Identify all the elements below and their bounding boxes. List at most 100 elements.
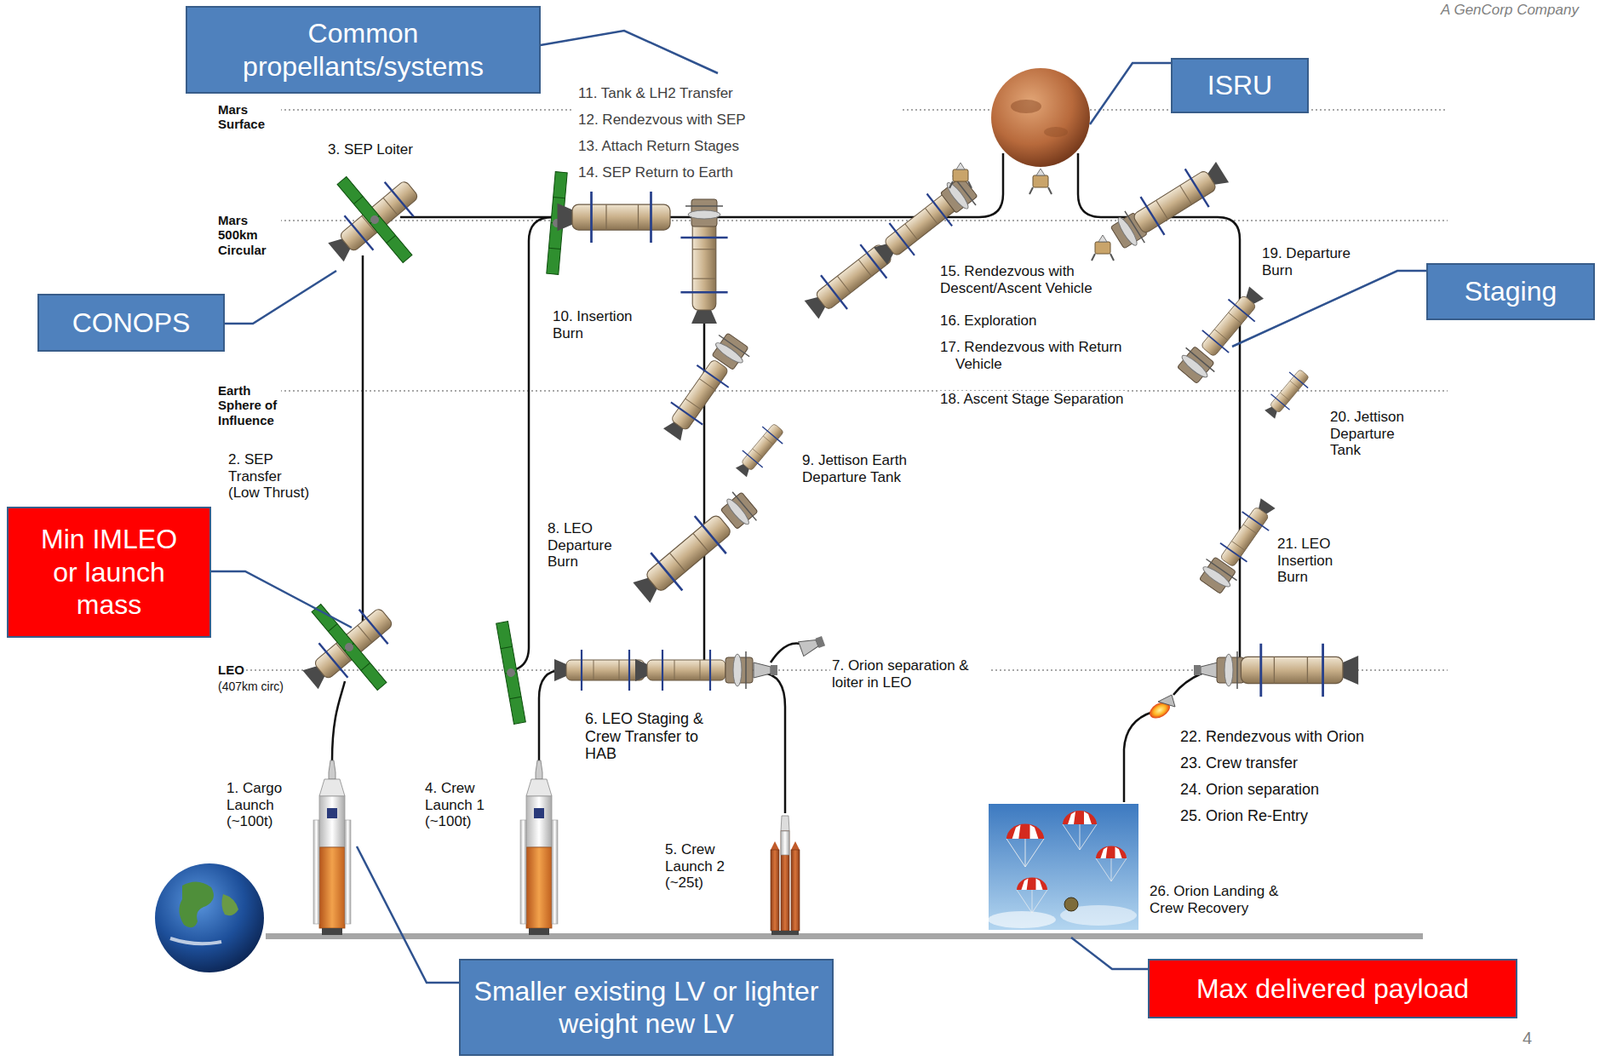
habitat (1216, 651, 1245, 689)
step-label: 24. Orion separation (1178, 780, 1321, 799)
leader-line (224, 270, 337, 324)
stage (321, 171, 427, 270)
callout-text: Staging (1464, 275, 1558, 308)
mission-path (332, 681, 345, 761)
leader-line (356, 846, 459, 983)
jettisoned-tank (1260, 365, 1314, 423)
step-label: 19. Departure Burn (1260, 245, 1366, 279)
stage (557, 191, 671, 243)
callout-text: Min IMLEO or launch mass (28, 522, 190, 621)
level-line (216, 219, 1448, 222)
callout-box: Min IMLEO or launch mass (6, 506, 212, 638)
solar-array (337, 177, 413, 264)
sep-spacecraft (296, 598, 402, 697)
step-label: 15. Rendezvous with Descent/Ascent Vehic… (938, 263, 1121, 297)
step-label: 20. Jettison Departure Tank (1328, 408, 1426, 459)
step-label: 22. Rendezvous with Orion (1178, 728, 1366, 746)
spacecraft-stack (1105, 153, 1234, 258)
cloud (987, 911, 1056, 929)
mission-path (516, 217, 553, 670)
earth-cloud (170, 938, 222, 944)
habitat (716, 487, 763, 534)
step-label: 21. LEO Insertion Burn (1275, 535, 1356, 586)
lander (1029, 168, 1052, 195)
callout-text: Max delivered payload (1196, 972, 1469, 1005)
stage (625, 504, 740, 612)
solar-array (311, 604, 387, 691)
step-label: 4. Crew Launch 1 (~100t) (423, 779, 504, 831)
orbit-level-label: (407km circ) (216, 679, 286, 694)
habitat (706, 329, 753, 373)
landing-photo (987, 802, 1140, 931)
leader-line (1071, 937, 1148, 970)
spacecraft-stack (798, 169, 984, 327)
earth (154, 863, 264, 973)
jettisoned-tank (730, 418, 789, 482)
ground-bar (265, 933, 1423, 940)
callout-text: Common propellants/systems (195, 17, 531, 83)
spacecraft-stack (1194, 493, 1284, 598)
callout-text: Smaller existing LV or lighter weight ne… (469, 974, 824, 1041)
step-label: 8. LEO Departure Burn (545, 520, 626, 571)
earth (154, 863, 264, 973)
stage (296, 598, 402, 697)
orbit-level-label: Mars 500km Circular (216, 212, 282, 258)
step-label: 25. Orion Re-Entry (1178, 807, 1310, 826)
spacecraft-stack (1172, 281, 1271, 388)
step-label: 18. Ascent Stage Separation (938, 390, 1126, 408)
step-label: 23. Crew transfer (1178, 754, 1300, 773)
callout-box: Max delivered payload (1147, 958, 1518, 1019)
step-label: 26. Orion Landing & Crew Recovery (1147, 883, 1309, 917)
photo-sky (987, 802, 1140, 931)
level-line (216, 389, 1448, 392)
mission-path (762, 672, 786, 814)
stage (680, 219, 728, 324)
mission-path (1124, 711, 1153, 803)
stage (1193, 281, 1270, 363)
callout-box: ISRU (1170, 57, 1309, 114)
orbit-level-label: Mars Surface (216, 102, 282, 132)
habitat (685, 199, 723, 227)
stage (1240, 643, 1359, 697)
step-label: 11. Tank & LH2 Transfer (576, 85, 735, 103)
stage (635, 649, 726, 691)
leader-line (1089, 63, 1171, 125)
step-label: 3. SEP Loiter (326, 141, 415, 159)
spacecraft-stack (655, 328, 754, 446)
orion (798, 633, 826, 656)
callout-box: Staging (1426, 263, 1595, 321)
page-number: 4 (1520, 1028, 1534, 1049)
mars-patch (1010, 99, 1042, 114)
reentry-capsule (1146, 694, 1176, 722)
callout-box: Smaller existing LV or lighter weight ne… (458, 958, 834, 1056)
crew-rocket (520, 760, 558, 935)
parachute (1006, 823, 1044, 867)
solar-array (496, 621, 527, 725)
orion (753, 662, 778, 678)
callout-box: CONOPS (37, 293, 225, 352)
mission-path (1173, 672, 1204, 695)
orion (1193, 662, 1218, 678)
step-label: 10. Insertion Burn (550, 308, 644, 342)
crew-rocket (770, 815, 800, 935)
capsule (1158, 694, 1176, 707)
callout-text: ISRU (1207, 68, 1273, 102)
lander (1091, 235, 1114, 261)
mars (991, 68, 1090, 195)
stage (554, 649, 645, 691)
spacecraft-stack (625, 482, 766, 612)
company-tag: A GenCorp Company (1439, 1, 1581, 19)
earth-land (221, 894, 239, 916)
stage (655, 353, 737, 447)
step-label: 13. Attach Return Stages (576, 137, 741, 155)
callout-box: Common propellants/systems (185, 5, 541, 94)
mission-path (770, 642, 801, 663)
mars-patch (1043, 126, 1068, 138)
cargo-rocket (313, 760, 351, 935)
step-label: 9. Jettison Earth Departure Tank (800, 452, 919, 486)
leader-line (211, 571, 352, 628)
stage (1213, 493, 1282, 572)
parachute (1016, 877, 1048, 913)
step-label: 6. LEO Staging & Crew Transfer to HAB (583, 710, 719, 763)
